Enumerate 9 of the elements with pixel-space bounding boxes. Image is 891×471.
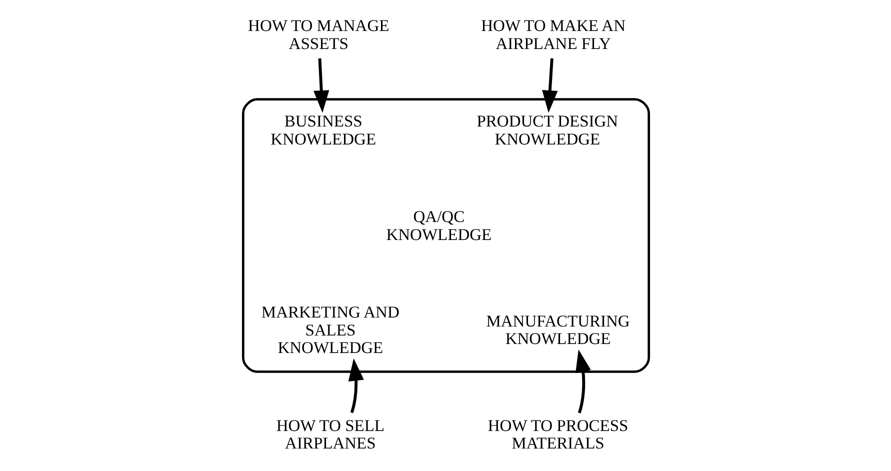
node-text: QA/QC KNOWLEDGE: [386, 207, 492, 244]
node-text: HOW TO MANAGE ASSETS: [248, 16, 389, 53]
node-text: MARKETING AND SALES KNOWLEDGE: [260, 302, 399, 358]
node-text: HOW TO PROCESS MATERIALS: [487, 416, 628, 453]
node-text: HOW TO SELL AIRPLANES: [276, 416, 384, 453]
node-text: PRODUCT DESIGN KNOWLEDGE: [476, 112, 618, 148]
node-text: MANUFACTURING KNOWLEDGE: [486, 312, 630, 348]
node-text: HOW TO MAKE AN AIRPLANE FLY: [480, 16, 626, 53]
node-text: BUSINESS KNOWLEDGE: [270, 112, 376, 148]
